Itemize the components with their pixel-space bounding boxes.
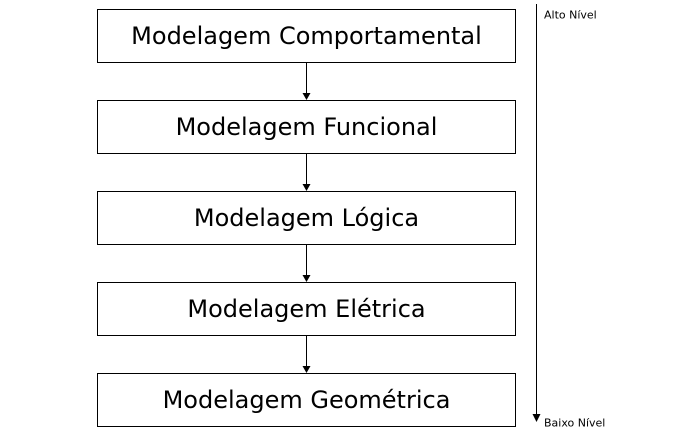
stage-label: Modelagem Lógica	[194, 204, 419, 232]
high-level-label: Alto Nível	[544, 9, 597, 22]
arrowhead	[302, 366, 311, 373]
stage-connectors	[302, 63, 311, 373]
connector-arrow	[302, 336, 311, 373]
stage-logic-modeling: Modelagem Lógica	[97, 191, 516, 245]
stage-box	[97, 282, 516, 336]
stage-label: Modelagem Geométrica	[163, 386, 451, 414]
stage-label: Modelagem Elétrica	[187, 295, 425, 323]
stage-label: Modelagem Funcional	[176, 113, 438, 141]
stage-box	[97, 373, 516, 427]
stage-electrical-modeling: Modelagem Elétrica	[97, 282, 516, 336]
arrowhead	[302, 275, 311, 282]
stage-label: Modelagem Comportamental	[131, 22, 482, 50]
stage-box	[97, 191, 516, 245]
connector-arrow	[302, 63, 311, 100]
low-level-label: Baixo Nível	[544, 417, 605, 430]
stage-boxes: Modelagem Comportamental Modelagem Funci…	[97, 9, 516, 427]
arrowhead	[302, 184, 311, 191]
stage-geometric-modeling: Modelagem Geométrica	[97, 373, 516, 427]
stage-functional-modeling: Modelagem Funcional	[97, 100, 516, 154]
connector-arrow	[302, 154, 311, 191]
abstraction-scale: Alto Nível Baixo Nível	[532, 4, 605, 430]
scale-arrowhead	[532, 414, 541, 422]
stage-box	[97, 100, 516, 154]
arrowhead	[302, 93, 311, 100]
stage-behavioral-modeling: Modelagem Comportamental	[97, 9, 516, 63]
stage-box	[97, 9, 516, 63]
connector-arrow	[302, 245, 311, 282]
